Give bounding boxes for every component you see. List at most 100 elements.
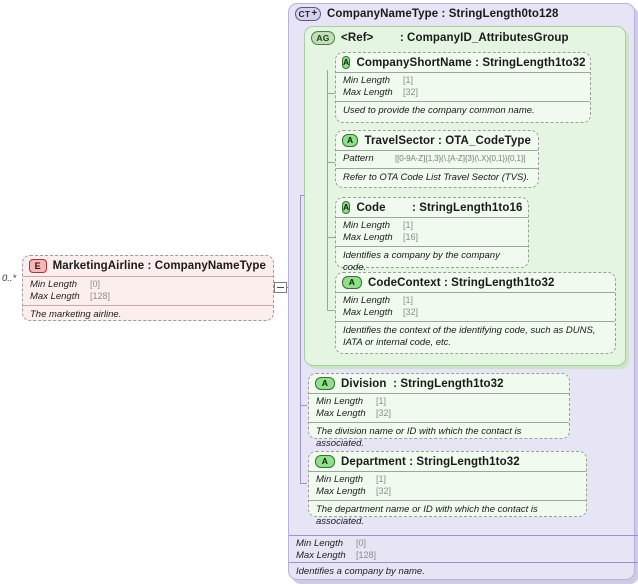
collapse-minus-icon[interactable] xyxy=(274,282,287,293)
facet-row: Min Length [0] xyxy=(30,279,266,291)
facet-row: Min Length [1] xyxy=(343,220,521,232)
attribute-documentation: Refer to OTA Code List Travel Sector (TV… xyxy=(336,167,538,188)
attribute-badge-icon: A xyxy=(342,56,351,69)
facet-value: [1] xyxy=(403,220,414,230)
element-title: MarketingAirline : CompanyNameType xyxy=(52,260,266,272)
attribute-header: A Code : StringLength1to16 xyxy=(336,198,528,216)
attribute-badge-icon: A xyxy=(342,201,351,214)
element-badge-icon: E xyxy=(29,259,47,273)
element-facets: Min Length [0] Max Length [128] xyxy=(23,276,273,305)
attribute-header: A Division : StringLength1to32 xyxy=(309,374,569,392)
facet-row: Min Length [1] xyxy=(316,474,579,486)
attribute-group-title: <Ref> : CompanyID_AttributesGroup xyxy=(341,32,569,44)
attribute-badge-icon: A xyxy=(342,276,362,289)
tree-vertical-line xyxy=(327,70,328,310)
facet-name: Min Length xyxy=(343,75,391,86)
attribute-documentation: The department name or ID with which the… xyxy=(309,500,586,532)
attribute-title: Department : StringLength1to32 xyxy=(341,455,520,468)
attribute-Code[interactable]: A Code : StringLength1to16 Min Length [1… xyxy=(335,197,529,273)
attribute-group-header: AG <Ref> : CompanyID_AttributesGroup xyxy=(305,27,625,48)
attribute-facets: Min Length [1] Max Length [32] xyxy=(309,471,586,500)
facet-value: [32] xyxy=(403,306,419,317)
type-tree-vertical-line xyxy=(300,195,301,483)
facet-name: Max Length xyxy=(316,485,366,497)
facet-row: Max Length [16] xyxy=(343,232,521,244)
facet-row: Max Length [128] xyxy=(30,291,266,303)
facet-row: Max Length [32] xyxy=(343,307,608,319)
facet-value: [32] xyxy=(376,407,392,418)
attribute-documentation: The division name or ID with which the c… xyxy=(309,422,569,454)
facet-name: Min Length xyxy=(30,279,78,290)
element-MarketingAirline[interactable]: E MarketingAirline : CompanyNameType Min… xyxy=(22,255,274,321)
facet-name: Max Length xyxy=(296,549,346,561)
attribute-facets: Min Length [1] Max Length [32] xyxy=(336,292,615,321)
facet-name: Max Length xyxy=(316,407,366,419)
complex-type-facets: Min Length [0] Max Length [128] xyxy=(289,535,638,564)
cardinality-label: 0..* xyxy=(2,273,17,284)
complex-type-title: CompanyNameType : StringLength0to128 xyxy=(327,8,559,20)
attribute-TravelSector[interactable]: A TravelSector : OTA_CodeType Pattern [[… xyxy=(335,130,539,188)
attribute-title: Division : StringLength1to32 xyxy=(341,377,504,390)
element-documentation: The marketing airline. xyxy=(23,305,273,325)
attribute-header: A CodeContext : StringLength1to32 xyxy=(336,273,615,291)
attribute-title: TravelSector : OTA_CodeType xyxy=(364,134,531,147)
facet-name: Min Length xyxy=(316,396,364,407)
facet-row: Max Length [32] xyxy=(316,408,562,420)
tree-branch-line xyxy=(327,93,335,94)
attribute-Division[interactable]: A Division : StringLength1to32 Min Lengt… xyxy=(308,373,570,449)
facet-row: Min Length [1] xyxy=(343,75,583,87)
attribute-badge-icon: A xyxy=(315,455,335,468)
facet-name: Min Length xyxy=(316,474,364,485)
attribute-title: Code : StringLength1to16 xyxy=(356,201,523,214)
attribute-CodeContext[interactable]: A CodeContext : StringLength1to32 Min Le… xyxy=(335,272,616,354)
attribute-group-badge-icon: AG xyxy=(311,31,335,45)
tree-branch-line xyxy=(327,310,335,311)
facet-row: Min Length [1] xyxy=(316,396,562,408)
facet-value: [1] xyxy=(376,396,387,406)
facet-row: Max Length [128] xyxy=(296,550,638,562)
facet-value: [32] xyxy=(403,86,419,97)
attribute-title: CodeContext : StringLength1to32 xyxy=(368,276,555,289)
type-tree-branch-line xyxy=(300,405,307,406)
attribute-badge-icon: A xyxy=(342,134,359,147)
facet-row: Max Length [32] xyxy=(343,87,583,99)
attribute-header: A CompanyShortName : StringLength1to32 xyxy=(336,53,590,71)
attribute-documentation: Used to provide the company common name. xyxy=(336,101,590,121)
type-tree-branch-line xyxy=(300,195,305,196)
facet-value: [0] xyxy=(356,538,367,548)
ct-badge-text: CT xyxy=(298,8,311,19)
facet-row: Min Length [1] xyxy=(343,295,608,307)
element-header: E MarketingAirline : CompanyNameType xyxy=(23,256,273,276)
attribute-header: A TravelSector : OTA_CodeType xyxy=(336,131,538,149)
facet-row: Min Length [0] xyxy=(296,538,638,550)
attribute-facets: Min Length [1] Max Length [16] xyxy=(336,217,528,246)
type-tree-branch-line xyxy=(300,483,307,484)
facet-value: [16] xyxy=(403,231,419,242)
complex-type-badge-icon: CT+ xyxy=(295,7,321,21)
facet-row: Pattern [[0-9A-Z]{1,3}(\.[A-Z]{3}(\.X){0… xyxy=(343,153,531,165)
attribute-Department[interactable]: A Department : StringLength1to32 Min Len… xyxy=(308,451,587,527)
facet-value: [[0-9A-Z]{1,3}(\.[A-Z]{3}(\.X){0,1}){0,1… xyxy=(395,154,526,163)
attribute-badge-icon: A xyxy=(315,377,335,390)
attribute-header: A Department : StringLength1to32 xyxy=(309,452,586,470)
facet-value: [1] xyxy=(376,474,387,484)
facet-value: [32] xyxy=(376,485,392,496)
tree-branch-line xyxy=(327,162,335,163)
attribute-facets: Min Length [1] Max Length [32] xyxy=(336,72,590,101)
facet-value: [1] xyxy=(403,295,414,305)
facet-name: Min Length xyxy=(343,295,391,306)
attribute-facets: Min Length [1] Max Length [32] xyxy=(309,393,569,422)
tree-branch-line xyxy=(327,237,335,238)
attribute-CompanyShortName[interactable]: A CompanyShortName : StringLength1to32 M… xyxy=(335,52,591,123)
facet-name: Min Length xyxy=(343,220,391,231)
ct-expand-icon[interactable]: + xyxy=(311,8,318,19)
facet-value: [128] xyxy=(356,549,377,560)
complex-type-header: CT+ CompanyNameType : StringLength0to128 xyxy=(289,4,638,24)
complex-type-documentation: Identifies a company by name. xyxy=(289,562,638,582)
facet-value: [128] xyxy=(90,290,111,301)
facet-name: Max Length xyxy=(343,231,393,243)
facet-value: [0] xyxy=(90,279,101,289)
facet-row: Max Length [32] xyxy=(316,486,579,498)
facet-name: Min Length xyxy=(296,538,344,549)
facet-value: [1] xyxy=(403,75,414,85)
